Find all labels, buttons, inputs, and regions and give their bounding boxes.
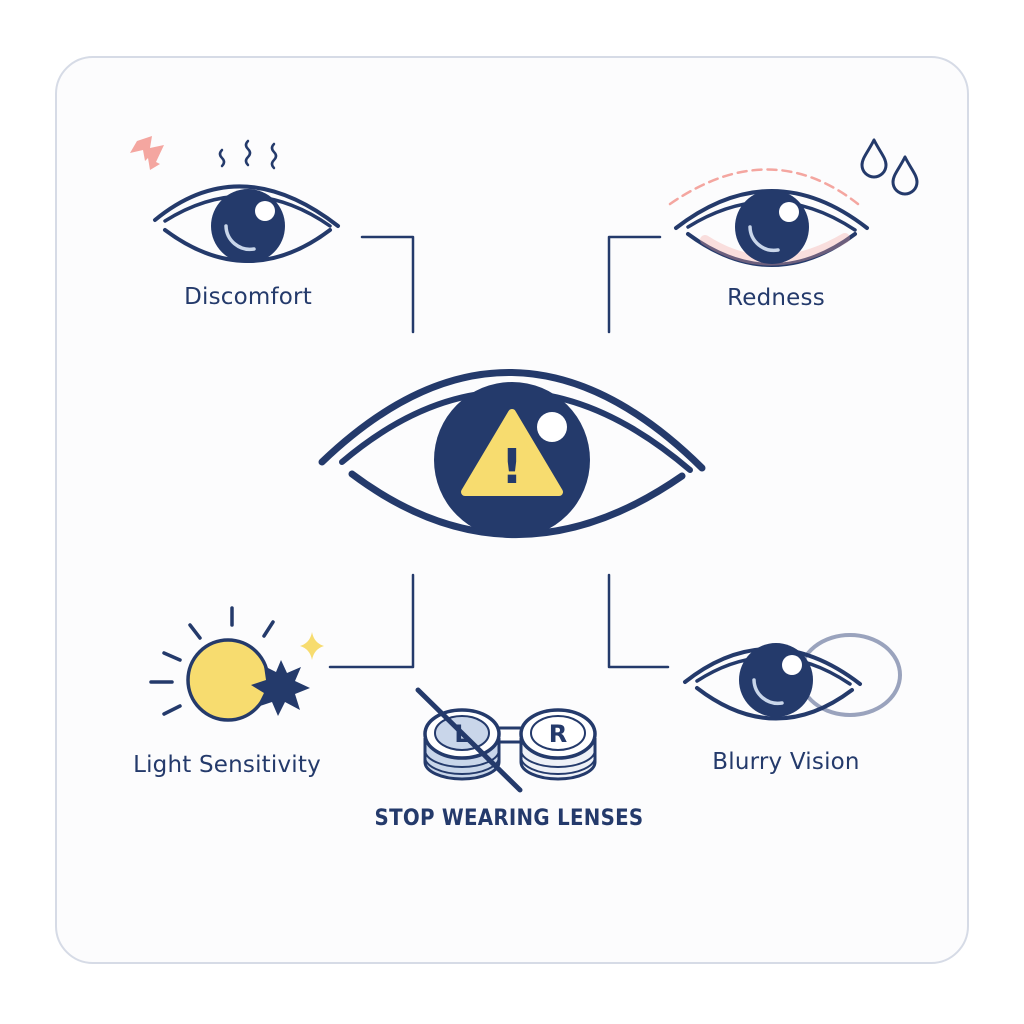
contact-lens-case-icon: L R [415, 687, 597, 793]
glare-star-icon [251, 660, 310, 716]
lightning-icon [130, 136, 164, 170]
discomfort-eye-icon [130, 136, 340, 263]
light-sensitivity-icon [149, 606, 324, 722]
discomfort-label: Discomfort [184, 284, 312, 310]
connector-light-sensitivity [328, 573, 415, 669]
connector-blurry-vision [607, 573, 670, 669]
central-warning-eye-icon: ! [318, 369, 706, 538]
lens-case-right-letter: R [549, 720, 567, 748]
sun-icon [186, 638, 270, 722]
sparkle-icon [300, 632, 324, 660]
redness-label: Redness [727, 285, 825, 311]
light-sensitivity-label: Light Sensitivity [133, 752, 321, 778]
lens-case-right: R [519, 708, 597, 781]
connector-discomfort [360, 235, 415, 334]
blurry-vision-eye-icon [683, 633, 902, 721]
warning-symbol: ! [501, 439, 523, 495]
prohibition-slash [415, 687, 523, 793]
connector-redness [607, 235, 662, 334]
connector-lines [328, 235, 670, 669]
heat-waves-icon [218, 139, 278, 170]
sun-rays [149, 606, 275, 716]
blurry-vision-label: Blurry Vision [712, 749, 860, 775]
redness-eye-icon [668, 138, 919, 267]
stop-wearing-lenses-label: STOP WEARING LENSES [374, 806, 644, 831]
tear-drops-icon [860, 138, 919, 196]
warning-triangle-icon [461, 409, 563, 496]
lens-case-left: L [423, 708, 501, 781]
